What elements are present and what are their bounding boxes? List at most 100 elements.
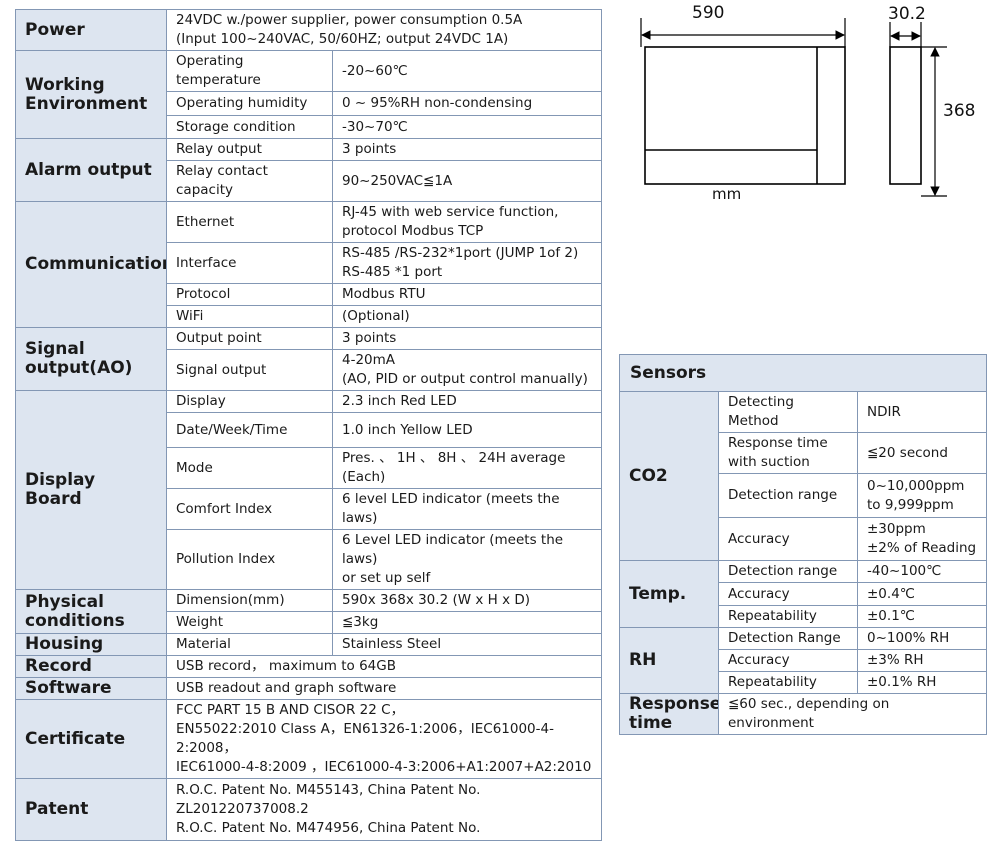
accuracy-label: Accuracy — [718, 582, 858, 606]
detecting-method-label: Detecting Method — [718, 391, 858, 433]
record-category: Record — [15, 655, 167, 678]
protocol-label: Protocol — [166, 283, 333, 306]
comfort-index-value: 6 level LED indicator (meets the laws) — [332, 488, 602, 530]
dimension-mm-label: Dimension(mm) — [166, 589, 333, 612]
detecting-method-value: NDIR — [857, 391, 987, 433]
display-label: Display — [166, 390, 333, 413]
accuracy-value: ±3% RH — [857, 649, 987, 672]
detection-range-label: Detection Range — [718, 627, 858, 650]
repeatability-label: Repeatability — [718, 605, 858, 628]
communication-category: Communication — [15, 201, 167, 328]
mode-value: Pres. 、 1H 、 8H 、 24H average (Each) — [332, 447, 602, 489]
height-label: 368 — [943, 101, 976, 121]
output-point-value: 3 points — [332, 327, 602, 350]
sensor-row: Repeatability±0.1℃ — [620, 605, 987, 628]
interface-value: RS-485 /RS-232*1port (JUMP 1of 2)RS-485 … — [332, 242, 602, 284]
alarm-output-category: Alarm output — [15, 138, 167, 202]
row-value: R.O.C. Patent No. M455143, China Patent … — [166, 778, 602, 841]
software-category: Software — [15, 677, 167, 700]
repeatability-value: ±0.1% RH — [857, 671, 987, 694]
detection-range-label: Detection range — [718, 473, 858, 518]
side-view-outline — [889, 46, 922, 185]
signal-output-label: Signal output — [166, 349, 333, 391]
detection-range-value: -40~100℃ — [857, 560, 987, 583]
detection-range-label: Detection range — [718, 560, 858, 583]
patent-category: Patent — [15, 778, 167, 841]
unit-label: mm — [712, 185, 742, 203]
relay-contact-capacity-value: 90~250VAC≦1A — [332, 160, 602, 202]
signal-output-value: 4-20mA(AO, PID or output control manuall… — [332, 349, 602, 391]
dimension-diagram — [640, 18, 947, 197]
depth-label: 30.2 — [888, 4, 926, 24]
sensor-row: Accuracy±0.4℃ — [620, 582, 987, 606]
wifi-label: WiFi — [166, 305, 333, 328]
pollution-index-value: 6 Level LED indicator (meets the laws)or… — [332, 529, 602, 590]
display-board-category: Display Board — [15, 390, 167, 590]
power-category: Power — [15, 9, 167, 51]
protocol-value: Modbus RTU — [332, 283, 602, 306]
date-week-time-label: Date/Week/Time — [166, 412, 333, 448]
date-week-time-value: 1.0 inch Yellow LED — [332, 412, 602, 448]
material-value: Stainless Steel — [332, 633, 602, 656]
relay-output-label: Relay output — [166, 138, 333, 161]
width-label: 590 — [692, 3, 725, 23]
weight-value: ≦3kg — [332, 611, 602, 634]
sensors-title: Sensors — [619, 354, 987, 392]
interface-label: Interface — [166, 242, 333, 284]
accuracy-label: Accuracy — [718, 517, 858, 561]
front-view-outline — [644, 46, 846, 185]
repeatability-value: ±0.1℃ — [857, 605, 987, 628]
display-value: 2.3 inch Red LED — [332, 390, 602, 413]
operating-humidity-value: 0 ~ 95%RH non-condensing — [332, 91, 602, 116]
pollution-index-label: Pollution Index — [166, 529, 333, 590]
storage-condition-label: Storage condition — [166, 115, 333, 139]
repeatability-label: Repeatability — [718, 671, 858, 694]
dimension-mm-value: 590x 368x 30.2 (W x H x D) — [332, 589, 602, 612]
response-time-with-suction-value: ≦20 second — [857, 432, 987, 474]
certificate-category: Certificate — [15, 699, 167, 779]
detection-range-value: 0~100% RH — [857, 627, 987, 650]
comfort-index-label: Comfort Index — [166, 488, 333, 530]
weight-label: Weight — [166, 611, 333, 634]
sensor-row: Repeatability±0.1% RH — [620, 671, 987, 694]
operating-temperature-value: -20~60℃ — [332, 50, 602, 92]
row-value: FCC PART 15 B AND CISOR 22 C，EN55022:201… — [166, 699, 602, 779]
relay-contact-capacity-label: Relay contact capacity — [166, 160, 333, 202]
row-value: ≦60 sec., depending on environment — [718, 693, 987, 735]
storage-condition-value: -30~70℃ — [332, 115, 602, 139]
wifi-value: (Optional) — [332, 305, 602, 328]
rh-category: RH — [619, 627, 719, 694]
sensor-row: Temp.Detection range-40~100℃ — [619, 560, 987, 628]
relay-output-value: 3 points — [332, 138, 602, 161]
accuracy-label: Accuracy — [718, 649, 858, 672]
